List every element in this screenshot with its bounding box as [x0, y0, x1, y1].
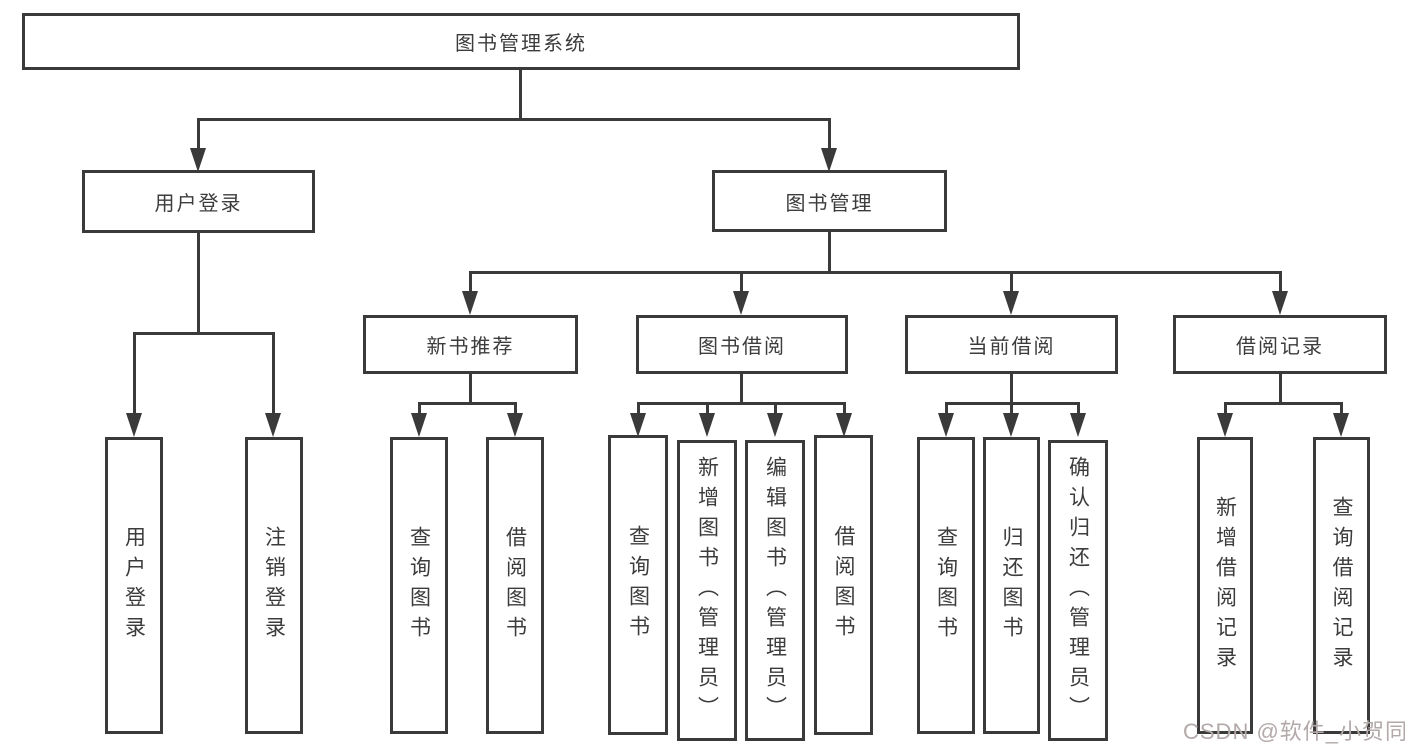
connector-line	[828, 232, 831, 274]
leaf-label: 用户登录	[122, 525, 146, 646]
leaf-label: 查询图书	[407, 525, 431, 646]
leaf-label: 编辑图书（管理员）	[763, 455, 787, 726]
connector-line	[637, 402, 846, 405]
connector-line	[514, 402, 517, 413]
connector-line	[272, 332, 275, 413]
arrow-down-icon	[767, 413, 783, 437]
connector-line	[197, 118, 200, 150]
arrow-down-icon	[1217, 413, 1233, 437]
node-new-book-recommend-label: 新书推荐	[426, 336, 515, 358]
connector-line	[418, 402, 517, 405]
connector-line	[740, 374, 743, 405]
connector-line	[469, 374, 472, 405]
node-book-borrow-label: 图书借阅	[698, 336, 786, 358]
arrow-down-icon	[126, 413, 142, 437]
leaf-logout: 注销登录	[245, 437, 303, 734]
node-user-login: 用户登录	[82, 170, 315, 233]
node-book-management-label: 图书管理	[785, 192, 874, 215]
node-root-label: 图书管理系统	[455, 33, 587, 55]
leaf-label: 新增图书（管理员）	[695, 455, 719, 726]
connector-line	[1077, 402, 1080, 413]
csdn-watermark: CSDN @软件_小贺同学	[1183, 719, 1405, 744]
arrow-down-icon	[1333, 413, 1349, 437]
node-borrow-record-label: 借阅记录	[1236, 336, 1324, 358]
node-new-book-recommend: 新书推荐	[363, 315, 578, 374]
leaf-borrow-book-2: 借阅图书	[814, 435, 873, 735]
leaf-query-borrow-record: 查询借阅记录	[1313, 437, 1370, 734]
connector-line	[1010, 374, 1013, 405]
node-current-borrow-label: 当前借阅	[967, 336, 1056, 358]
arrow-down-icon	[1272, 291, 1288, 315]
leaf-label: 查询图书	[934, 525, 958, 646]
connector-line	[843, 402, 846, 413]
leaf-return-book: 归还图书	[983, 437, 1040, 734]
connector-line	[1010, 271, 1013, 293]
leaf-add-borrow-record: 新增借阅记录	[1197, 437, 1253, 734]
node-book-borrow: 图书借阅	[636, 315, 848, 374]
connector-line	[1224, 402, 1343, 405]
arrow-down-icon	[1070, 413, 1086, 437]
leaf-add-book-admin: 新增图书（管理员）	[677, 440, 737, 741]
leaf-user-login: 用户登录	[105, 437, 163, 734]
arrow-down-icon	[699, 413, 715, 437]
arrow-down-icon	[265, 413, 281, 437]
node-root: 图书管理系统	[22, 13, 1020, 70]
arrow-down-icon	[733, 291, 749, 315]
leaf-borrow-book-1: 借阅图书	[486, 437, 544, 734]
arrow-down-icon	[938, 413, 954, 437]
connector-line	[945, 402, 948, 413]
connector-line	[418, 402, 421, 413]
connector-line	[637, 402, 640, 413]
connector-line	[469, 271, 1282, 274]
connector-line	[774, 402, 777, 413]
leaf-confirm-return-admin: 确认归还（管理员）	[1048, 440, 1108, 741]
connector-line	[828, 118, 831, 150]
leaf-query-book-2: 查询图书	[608, 435, 668, 735]
connector-line	[1279, 374, 1282, 405]
arrow-down-icon	[630, 413, 646, 437]
leaf-label: 查询借阅记录	[1330, 495, 1353, 676]
arrow-down-icon	[190, 148, 206, 172]
connector-line	[1279, 271, 1282, 293]
connector-line	[197, 233, 200, 335]
arrow-down-icon	[836, 413, 852, 437]
connector-line	[469, 271, 472, 293]
leaf-label: 新增借阅记录	[1213, 495, 1237, 676]
leaf-query-book-1: 查询图书	[390, 437, 448, 734]
connector-line	[740, 271, 743, 293]
arrow-down-icon	[411, 413, 427, 437]
connector-line	[706, 402, 709, 413]
leaf-label: 注销登录	[262, 525, 286, 646]
arrow-down-icon	[507, 413, 523, 437]
node-borrow-record: 借阅记录	[1173, 315, 1387, 374]
leaf-query-book-3: 查询图书	[917, 437, 975, 734]
leaf-label: 借阅图书	[503, 525, 527, 646]
arrow-down-icon	[462, 291, 478, 315]
node-user-login-label: 用户登录	[154, 193, 243, 215]
node-book-management: 图书管理	[712, 170, 947, 232]
connector-line	[519, 70, 522, 120]
leaf-edit-book-admin: 编辑图书（管理员）	[745, 440, 805, 741]
leaf-label: 确认归还（管理员）	[1066, 455, 1090, 726]
leaf-label: 归还图书	[1000, 525, 1023, 646]
leaf-label: 借阅图书	[832, 525, 855, 645]
leaf-label: 查询图书	[626, 525, 650, 645]
connector-line	[1224, 402, 1227, 413]
arrow-down-icon	[1003, 291, 1019, 315]
node-current-borrow: 当前借阅	[905, 315, 1118, 374]
connector-line	[1010, 402, 1013, 413]
connector-line	[133, 332, 136, 413]
connector-line	[1340, 402, 1343, 413]
connector-line	[133, 332, 275, 335]
connector-line	[197, 118, 831, 121]
arrow-down-icon	[821, 148, 837, 172]
arrow-down-icon	[1003, 413, 1019, 437]
